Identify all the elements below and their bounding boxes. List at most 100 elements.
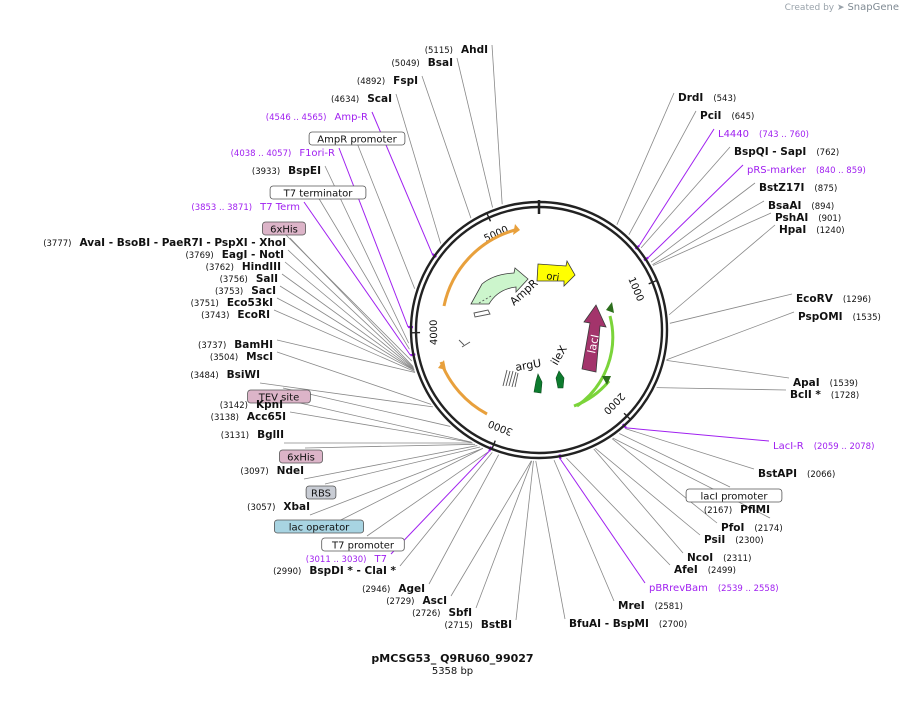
enzyme-label[interactable]: AhdI(5115) — [425, 44, 488, 56]
enzyme-label[interactable]: HpaI(1240) — [779, 224, 845, 236]
enzyme-label[interactable]: NcoI(2311) — [687, 552, 751, 564]
enzyme-label[interactable]: AvaI - BsoBI - PaeR7I - PspXI - XhoI(377… — [43, 237, 286, 249]
enzyme-label[interactable]: PsiI(2300) — [704, 534, 764, 546]
primer-label[interactable]: Amp-R(4546 .. 4565) — [266, 112, 368, 123]
enzyme-label[interactable]: ScaI(4634) — [331, 93, 392, 105]
feature-box-label[interactable]: 6xHis — [279, 449, 323, 464]
enzyme-label[interactable]: BsaI(5049) — [391, 57, 453, 69]
enzyme-label[interactable]: BsiWI(3484) — [190, 369, 260, 381]
feature-box-text: lacI promoter — [701, 492, 769, 503]
leader-line — [338, 147, 409, 328]
enzyme-label[interactable]: BclI *(1728) — [790, 389, 859, 401]
label-name: Acc65I — [247, 411, 286, 423]
label-position: (1539) — [830, 379, 858, 389]
enzyme-label[interactable]: SalI(3756) — [220, 273, 278, 285]
credit-prefix: Created by — [784, 3, 835, 13]
enzyme-label[interactable]: Acc65I(3138) — [211, 411, 286, 423]
enzyme-label[interactable]: BspDI * - ClaI *(2990) — [273, 565, 396, 577]
enzyme-label[interactable]: HindIII(3762) — [206, 261, 281, 273]
feature-box — [247, 389, 311, 404]
enzyme-label[interactable]: BamHI(3737) — [198, 339, 273, 351]
enzyme-label[interactable]: PspOMI(1535) — [798, 311, 881, 323]
label-name: EcoRI — [237, 309, 270, 321]
enzyme-label[interactable]: AscI(2729) — [386, 595, 447, 607]
enzyme-label[interactable]: BglII(3131) — [221, 429, 284, 441]
enzyme-label[interactable]: PflMI(2167) — [704, 504, 770, 516]
leader-line — [456, 57, 493, 208]
enzyme-label[interactable]: PfoI(2174) — [721, 522, 783, 534]
enzyme-label[interactable]: FspI(4892) — [357, 75, 418, 87]
leader-line — [668, 224, 776, 316]
enzyme-label[interactable]: EcoRI(3743) — [201, 309, 270, 321]
enzyme-label[interactable]: EcoRV(1296) — [796, 293, 871, 305]
feature-box — [273, 519, 364, 534]
leader-line — [535, 460, 566, 620]
enzyme-label[interactable]: SacI(3753) — [215, 285, 276, 297]
enzyme-label[interactable]: ApaI(1539) — [793, 377, 858, 389]
enzyme-label[interactable]: MreI(2581) — [618, 600, 683, 612]
leader-line — [656, 387, 787, 391]
enzyme-label[interactable]: EagI - NotI(3769) — [185, 249, 284, 261]
feature-box-label[interactable]: 6xHis — [262, 221, 306, 236]
enzyme-label[interactable]: DrdI(543) — [678, 92, 736, 104]
label-position: (1296) — [843, 295, 871, 305]
enzyme-label[interactable]: AfeI(2499) — [674, 564, 736, 576]
feature-box-label[interactable]: T7 terminator — [269, 185, 367, 200]
enzyme-label[interactable]: BstAPI(2066) — [758, 468, 835, 480]
primer-label[interactable]: T7 Term(3853 .. 3871) — [191, 202, 300, 213]
enzyme-label[interactable]: BspQI - SapI(762) — [734, 146, 839, 158]
feature-box-text: AmpR promoter — [317, 135, 397, 146]
primer-label[interactable]: pBRrevBam(2539 .. 2558) — [649, 583, 779, 594]
enzyme-label[interactable]: AgeI(2946) — [362, 583, 425, 595]
label-position: (875) — [814, 184, 837, 194]
feature-box-label[interactable]: RBS — [305, 485, 337, 500]
enzyme-label[interactable]: BstZ17I(875) — [759, 182, 837, 194]
enzyme-label[interactable]: MscI(3504) — [210, 351, 273, 363]
enzyme-label[interactable]: KpnI(3142) — [220, 399, 283, 411]
leader-line — [303, 201, 411, 356]
primer-label[interactable]: T7(3011 .. 3030) — [306, 554, 387, 565]
label-name: SalI — [256, 273, 278, 285]
label-name: SbfI — [448, 607, 472, 619]
enzyme-label[interactable]: PciI(645) — [700, 110, 754, 122]
feature-box-label[interactable]: T7 promoter — [321, 537, 405, 552]
enzyme-label[interactable]: XbaI(3057) — [247, 501, 310, 513]
enzyme-label[interactable]: Eco53kI(3751) — [191, 297, 273, 309]
label-name: MscI — [246, 351, 273, 363]
enzyme-label[interactable]: PshAI(901) — [775, 212, 841, 224]
feature-box-text: T7 promoter — [331, 541, 395, 552]
label-name: BglII — [257, 429, 284, 441]
label-position: (4634) — [331, 95, 359, 105]
leader-line — [303, 445, 478, 480]
feature-box-label[interactable]: AmpR promoter — [308, 131, 406, 146]
enzyme-label[interactable]: BsaAI(894) — [768, 200, 834, 212]
feature-box-label[interactable]: TEV site — [247, 389, 311, 404]
label-position: (5049) — [391, 59, 419, 69]
enzyme-label[interactable]: BstBI(2715) — [445, 619, 512, 631]
leader-line — [428, 454, 500, 585]
created-by-credit[interactable]: Created by ➤ SnapGene — [785, 2, 899, 13]
primer-label[interactable]: pRS-marker(840 .. 859) — [747, 165, 866, 176]
enzyme-label[interactable]: SbfI (2726) — [412, 607, 472, 619]
feature-laci-label: lacI — [585, 333, 602, 354]
label-name: BclI * — [790, 389, 821, 401]
enzyme-label[interactable]: NdeI(3097) — [240, 465, 304, 477]
orf-arc-laci-1 — [576, 315, 615, 408]
leader-line — [276, 351, 432, 405]
feature-box-label[interactable]: lacI promoter — [685, 488, 783, 503]
feature-box-label[interactable]: lac operator — [273, 519, 364, 534]
label-position: (2726) — [412, 609, 440, 619]
leader-line — [612, 437, 771, 519]
primer-label[interactable]: LacI-R(2059 .. 2078) — [773, 441, 874, 452]
leader-line — [324, 446, 481, 485]
leader-line — [628, 110, 697, 235]
enzyme-label[interactable]: BspEI(3933) — [252, 165, 321, 177]
orf-arc-ampr-arrow — [513, 224, 520, 235]
primer-label[interactable]: F1ori-R(4038 .. 4057) — [231, 148, 335, 159]
enzyme-label[interactable]: BfuAI - BspMI(2700) — [569, 618, 687, 630]
label-name: Eco53kI — [227, 297, 273, 309]
primer-label[interactable]: L4440(743 .. 760) — [718, 129, 809, 140]
leader-line — [279, 285, 415, 371]
label-position: (894) — [811, 202, 834, 212]
leader-line — [284, 261, 415, 370]
